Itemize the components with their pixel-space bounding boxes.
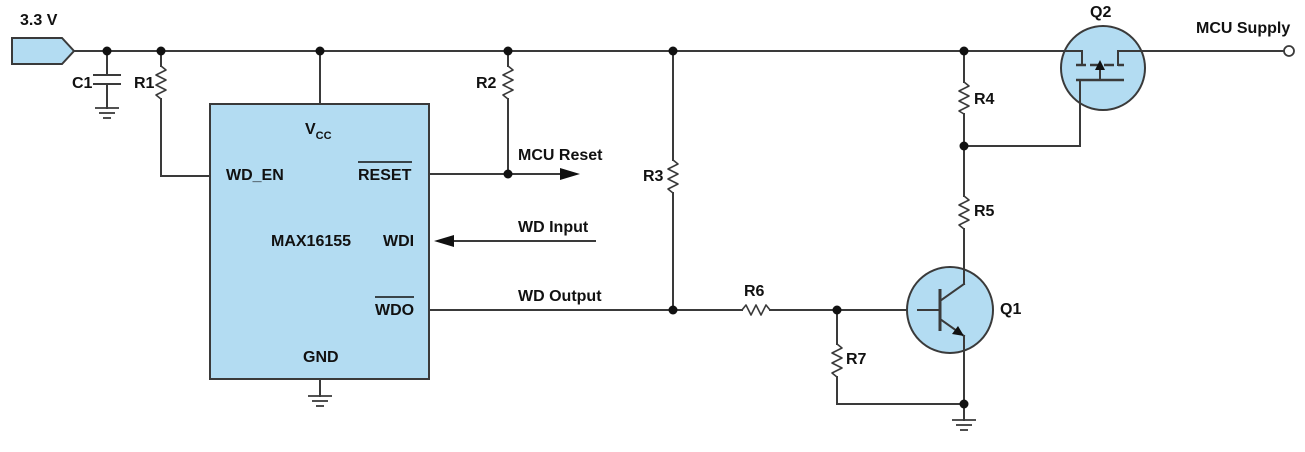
chip-ground xyxy=(308,378,332,407)
junction-dots xyxy=(102,46,969,409)
resistor-r5 xyxy=(958,195,970,271)
max16155-chip xyxy=(209,103,430,380)
wd-output-label: WD Output xyxy=(518,288,602,305)
resistor-r6 xyxy=(741,304,919,316)
chip-pin-vcc: VCC xyxy=(305,121,332,142)
supply-output-terminal xyxy=(1283,45,1295,57)
resistor-r2 xyxy=(502,50,514,175)
supply-voltage-label: 3.3 V xyxy=(20,12,58,29)
resistor-r7 xyxy=(831,309,965,405)
wd-input-label: WD Input xyxy=(518,219,589,236)
resistor-r1 xyxy=(155,50,211,177)
supply-input-connector xyxy=(11,37,76,65)
q2-label: Q2 xyxy=(1090,4,1111,21)
chip-pin-wdo: WDO xyxy=(375,302,414,319)
supply-output-label: MCU Supply xyxy=(1196,20,1290,37)
q1-ground xyxy=(952,419,976,431)
r5-label: R5 xyxy=(974,203,995,220)
resistor-r3 xyxy=(667,50,679,311)
resistor-r4 xyxy=(958,50,970,197)
chip-pin-reset: RESET xyxy=(358,167,412,184)
transistor-q2 xyxy=(1057,25,1146,111)
r3-label: R3 xyxy=(643,168,664,185)
chip-pin-wdi: WDI xyxy=(383,233,414,250)
r4-label: R4 xyxy=(974,91,995,108)
capacitor-c1 xyxy=(93,50,121,119)
transistor-q1 xyxy=(906,266,994,421)
chip-part-number: MAX16155 xyxy=(271,233,351,250)
r1-label: R1 xyxy=(134,75,155,92)
wdi-line xyxy=(434,235,596,247)
r2-label: R2 xyxy=(476,75,497,92)
r6-label: R6 xyxy=(744,283,765,300)
c1-label: C1 xyxy=(72,75,93,92)
reset-line xyxy=(428,168,580,180)
chip-pin-gnd: GND xyxy=(303,349,339,366)
chip-pin-wd-en: WD_EN xyxy=(226,167,284,184)
q1-label: Q1 xyxy=(1000,301,1021,318)
r7-label: R7 xyxy=(846,351,867,368)
mcu-reset-label: MCU Reset xyxy=(518,147,603,164)
